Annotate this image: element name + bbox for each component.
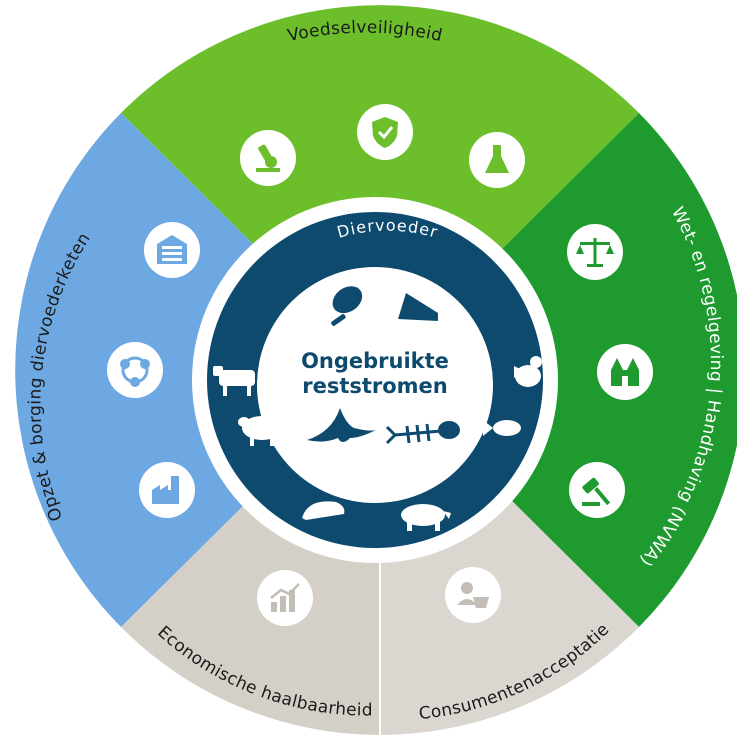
- network-icon: [107, 342, 163, 398]
- fish-icon: [483, 420, 521, 436]
- factory-icon: [139, 462, 195, 518]
- fish-bone-icon: [385, 421, 460, 445]
- scales-icon: [567, 224, 623, 280]
- church-icon: [597, 344, 653, 400]
- center-title-line2: reststromen: [302, 374, 448, 398]
- flask-icon: [469, 132, 525, 188]
- pig-icon: [401, 504, 451, 531]
- segment-wetgeving: [380, 113, 737, 627]
- growth-chart-icon: [257, 570, 313, 626]
- center-circle: [257, 267, 493, 503]
- center-title-line1: Ongebruikte: [301, 349, 449, 373]
- banana-peel-icon: [307, 408, 376, 442]
- outer-ring: [15, 5, 737, 740]
- chicken-icon: [514, 356, 542, 387]
- cow-icon: [213, 366, 255, 396]
- sheep-icon: [238, 416, 282, 446]
- microscope-icon: [240, 130, 296, 186]
- shield-check-icon: [357, 104, 413, 160]
- cheese-icon: [398, 293, 438, 321]
- consumer-basket-icon: [445, 567, 501, 623]
- segment-voedselveiligheid: [121, 5, 639, 370]
- gavel-icon: [569, 462, 625, 518]
- larva-icon: [302, 501, 345, 520]
- ham-icon: [331, 286, 363, 326]
- warehouse-icon: [144, 222, 200, 278]
